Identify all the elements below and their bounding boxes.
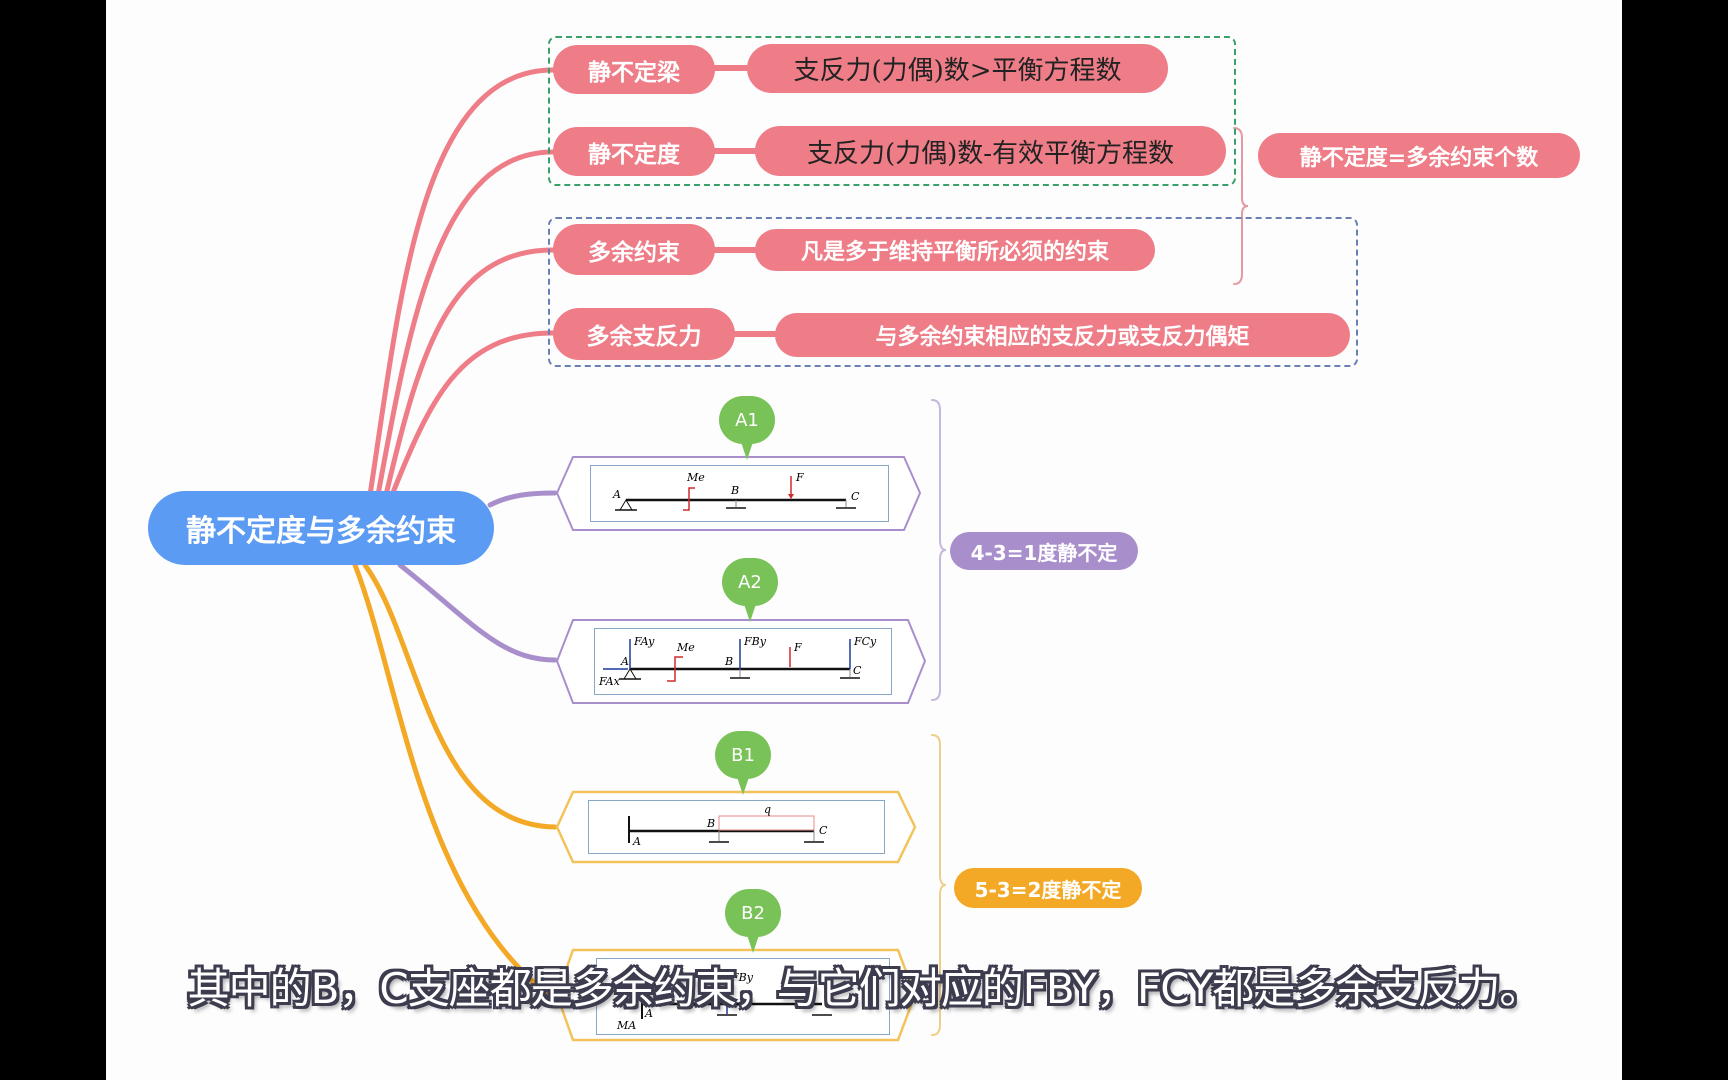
beam-diagram-a2[interactable]: A B C Me F FAy FAx FBy FCy bbox=[594, 628, 892, 695]
label-fax: FAx bbox=[598, 675, 621, 688]
label-fay: FAy bbox=[633, 635, 655, 648]
tag-label: A1 bbox=[735, 409, 759, 431]
link-def-4 bbox=[389, 330, 556, 498]
label-b: B bbox=[730, 484, 739, 497]
label-fby: FBy bbox=[730, 971, 754, 984]
label-a: A bbox=[632, 835, 641, 848]
tag-bubble-b1: B1 bbox=[715, 731, 771, 795]
link-b1 bbox=[362, 562, 558, 830]
label-ma: MA bbox=[616, 1019, 636, 1032]
beam-diagram-a1[interactable]: A B C Me F bbox=[590, 465, 889, 522]
label-f: F bbox=[793, 641, 802, 654]
label-f: F bbox=[795, 471, 804, 484]
topic-label: 静不定度 bbox=[588, 141, 680, 168]
label-a: A bbox=[644, 1007, 653, 1020]
desc-label: 支反力(力偶)数-有效平衡方程数 bbox=[806, 138, 1175, 169]
topic-node-4[interactable]: 多余支反力 bbox=[553, 308, 735, 360]
brace-definitions bbox=[1233, 127, 1249, 285]
summary-label: 4-3=1度静不定 bbox=[970, 540, 1118, 565]
link-def-2 bbox=[375, 149, 556, 498]
summary-label: 静不定度=多余约束个数 bbox=[1299, 145, 1539, 171]
label-b: B bbox=[706, 817, 715, 830]
label-c: C bbox=[819, 824, 828, 837]
topic-label: 静不定梁 bbox=[588, 59, 680, 86]
link-a2 bbox=[397, 562, 558, 663]
label-q: q bbox=[764, 803, 771, 816]
topic-node-1[interactable]: 静不定梁 bbox=[553, 45, 715, 94]
label-a: A bbox=[620, 655, 629, 668]
topic-label: 多余约束 bbox=[588, 239, 680, 266]
label-fby: FBy bbox=[743, 635, 767, 648]
label-fcy: FCy bbox=[853, 635, 877, 648]
root-label: 静不定度与多余约束 bbox=[186, 514, 456, 549]
summary-group-b[interactable]: 5-3=2度静不定 bbox=[954, 868, 1142, 908]
tag-bubble-b2: B2 bbox=[725, 889, 781, 953]
link-b2 bbox=[352, 562, 558, 1003]
label-c: C bbox=[825, 995, 834, 1008]
label-c: C bbox=[851, 490, 860, 503]
desc-label: 与多余约束相应的支反力或支反力偶矩 bbox=[875, 325, 1250, 350]
topic-node-2[interactable]: 静不定度 bbox=[553, 127, 715, 176]
summary-definition[interactable]: 静不定度=多余约束个数 bbox=[1258, 133, 1580, 178]
link-def-3 bbox=[383, 247, 556, 498]
desc-label: 支反力(力偶)数>平衡方程数 bbox=[793, 56, 1122, 86]
desc-node-2[interactable]: 支反力(力偶)数-有效平衡方程数 bbox=[755, 126, 1226, 176]
label-c: C bbox=[853, 664, 862, 677]
brace-b bbox=[931, 734, 947, 1036]
desc-label: 凡是多于维持平衡所必须的约束 bbox=[800, 240, 1109, 265]
summary-label: 5-3=2度静不定 bbox=[974, 877, 1122, 902]
brace-a bbox=[931, 399, 947, 701]
beam-diagram-b1[interactable]: A B C q bbox=[588, 800, 885, 854]
label-a: A bbox=[612, 488, 621, 501]
tag-label: B1 bbox=[731, 744, 755, 766]
group-box-redundant bbox=[548, 217, 1358, 367]
link-a1 bbox=[487, 490, 558, 508]
video-subtitle: 其中的B，C支座都是多余约束，与它们对应的FBY，FCY都是多余支反力。 bbox=[187, 964, 1542, 1013]
tag-bubble-a2: A2 bbox=[722, 558, 778, 622]
desc-node-4[interactable]: 与多余约束相应的支反力或支反力偶矩 bbox=[775, 313, 1350, 357]
label-me: Me bbox=[686, 471, 705, 484]
summary-group-a[interactable]: 4-3=1度静不定 bbox=[950, 532, 1138, 570]
label-me: Me bbox=[676, 641, 695, 654]
desc-node-3[interactable]: 凡是多于维持平衡所必须的约束 bbox=[755, 229, 1155, 271]
beam-diagram-b2[interactable]: A C MA FBy bbox=[596, 958, 890, 1035]
label-b: B bbox=[724, 655, 733, 668]
tag-label: A2 bbox=[738, 571, 762, 593]
group-box-definitions bbox=[548, 36, 1236, 186]
desc-node-1[interactable]: 支反力(力偶)数>平衡方程数 bbox=[747, 44, 1168, 93]
link-def-1 bbox=[367, 67, 556, 498]
topic-node-3[interactable]: 多余约束 bbox=[553, 224, 715, 275]
tag-bubble-a1: A1 bbox=[719, 396, 775, 460]
topic-label: 多余支反力 bbox=[586, 324, 702, 350]
root-node[interactable]: 静不定度与多余约束 bbox=[148, 491, 494, 565]
tag-label: B2 bbox=[741, 902, 765, 924]
